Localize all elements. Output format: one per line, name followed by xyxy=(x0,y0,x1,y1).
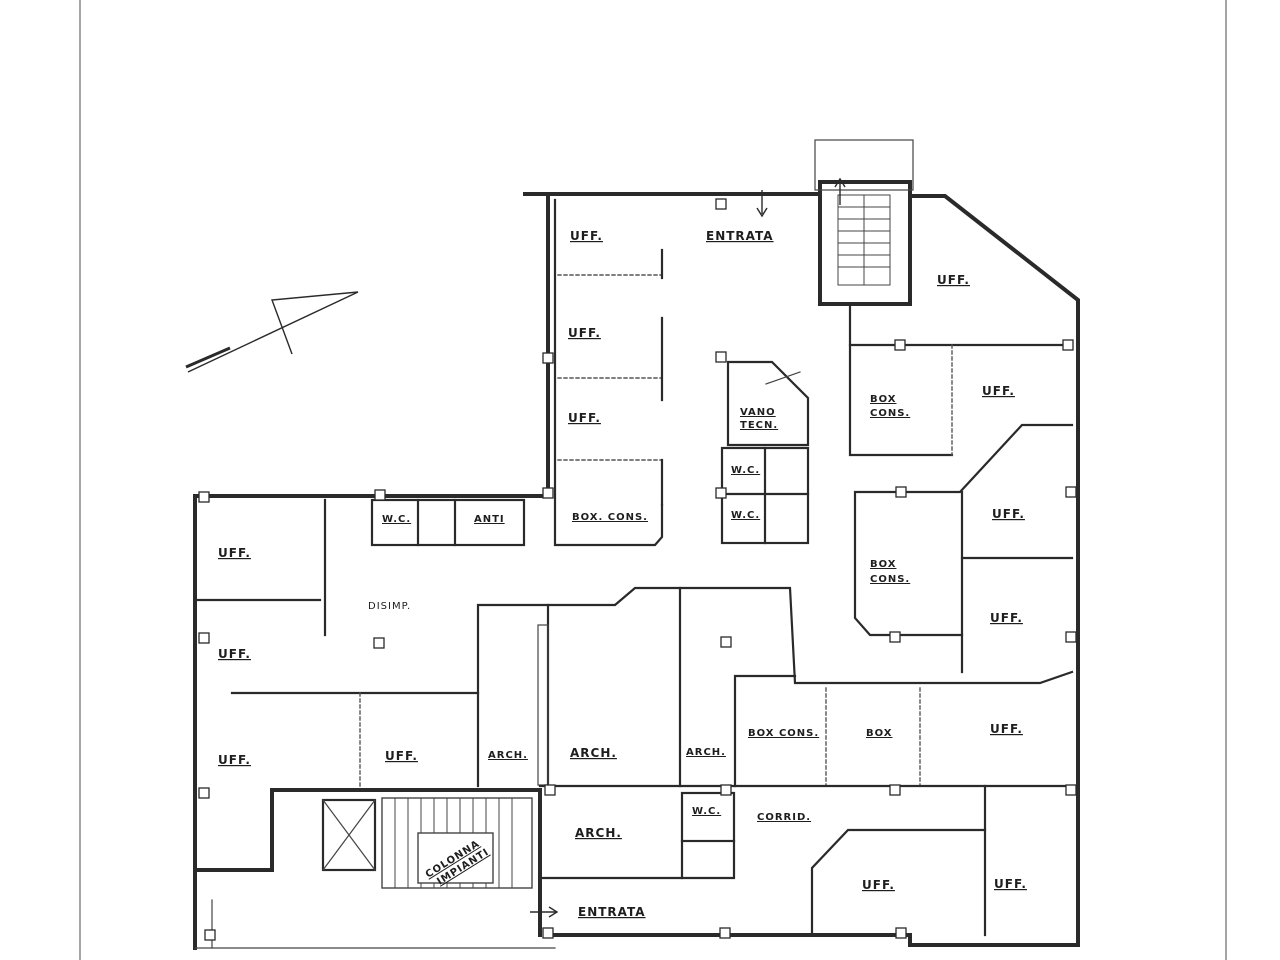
room-label: UFF. xyxy=(570,229,603,243)
stair-direction-arrow-icon xyxy=(834,177,846,205)
room-label: UFF. xyxy=(218,647,251,661)
room-label: ENTRATA xyxy=(706,229,774,243)
room-label: BOX xyxy=(866,728,892,739)
room-label: UFF. xyxy=(862,878,895,892)
room-labels: UFF. ENTRATA UFF. UFF. UFF. VANO TECN. B… xyxy=(218,229,1027,919)
room-label: UFF. xyxy=(994,877,1027,891)
room-label: UFF. xyxy=(937,273,970,287)
room-label: ARCH. xyxy=(570,746,617,760)
room-label: UFF. xyxy=(568,411,601,425)
room-label: W.C. xyxy=(692,806,721,817)
room-label: UFF. xyxy=(992,507,1025,521)
column-marker-icon xyxy=(198,198,1077,941)
room-label: VANO xyxy=(740,407,776,418)
room-label: ARCH. xyxy=(686,747,726,758)
room-label: CORRID. xyxy=(757,812,811,823)
room-label: CONS. xyxy=(870,574,910,585)
room-label: W.C. xyxy=(731,510,760,521)
room-label: W.C. xyxy=(731,465,760,476)
room-label: BOX xyxy=(870,394,896,405)
exterior-walls xyxy=(193,139,1080,950)
room-label: ARCH. xyxy=(488,750,528,761)
north-arrow-icon xyxy=(185,291,359,373)
room-label: UFF. xyxy=(568,326,601,340)
room-label: ANTI xyxy=(474,514,505,525)
room-label: UFF. xyxy=(218,753,251,767)
stair-icon xyxy=(837,194,891,286)
room-label: W.C. xyxy=(382,514,411,525)
room-label: ARCH. xyxy=(575,826,622,840)
stair-icon xyxy=(381,797,533,889)
entrance-arrow-icon xyxy=(530,906,559,918)
room-label: BOX xyxy=(870,559,896,570)
interior-walls xyxy=(193,198,1074,937)
room-label: BOX CONS. xyxy=(748,728,819,739)
entrance-arrow-icon xyxy=(756,190,768,218)
room-label: TECN. xyxy=(740,420,778,431)
room-label: UFF. xyxy=(990,722,1023,736)
room-label: UFF. xyxy=(990,611,1023,625)
room-label: BOX. CONS. xyxy=(572,512,648,523)
room-label: DISIMP. xyxy=(368,601,411,612)
room-label: UFF. xyxy=(982,384,1015,398)
room-label: UFF. xyxy=(218,546,251,560)
room-label: CONS. xyxy=(870,408,910,419)
room-label: UFF. xyxy=(385,749,418,763)
room-label: ENTRATA xyxy=(578,905,646,919)
